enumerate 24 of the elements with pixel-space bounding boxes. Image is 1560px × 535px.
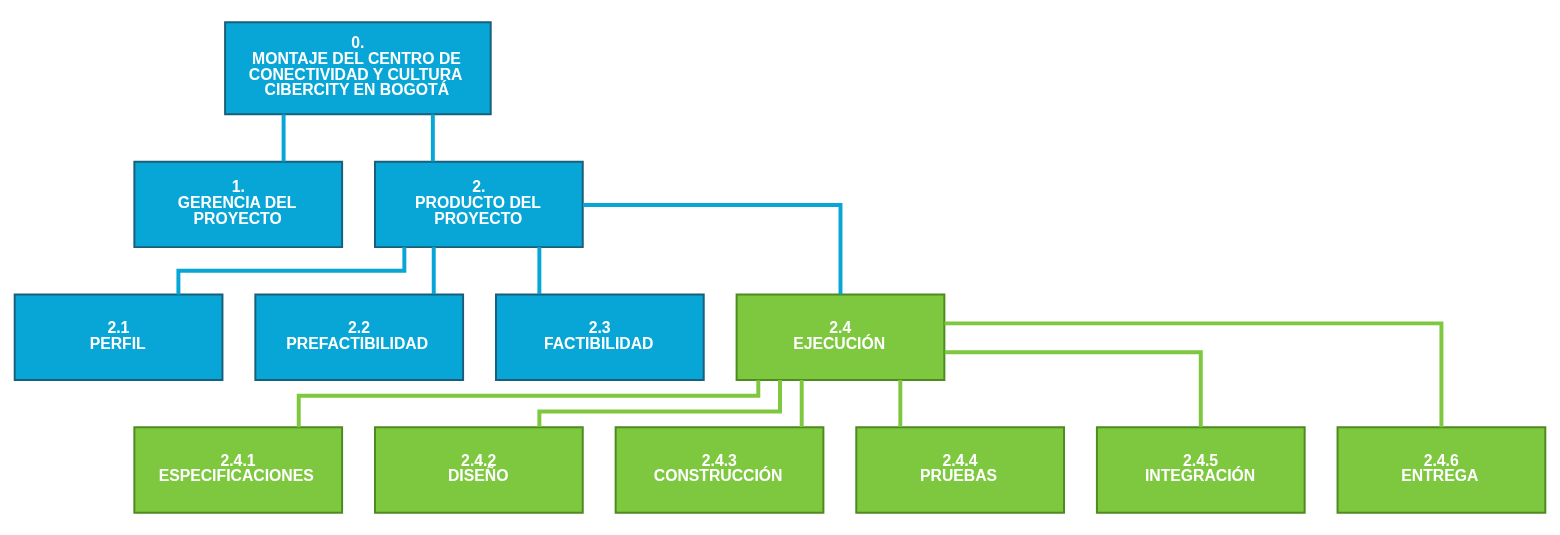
node-box: 2.3 FACTIBILIDAD [495,293,705,381]
connector [944,321,1444,428]
connector [799,379,804,427]
node-box: 2.4.6 ENTREGA [1336,426,1547,514]
node-box: 1. GERENCIA DEL PROYECTO [133,160,344,249]
connector [944,350,1203,428]
node-box: 2.4.3 CONSTRUCCIÓN [614,426,825,514]
node-box: 2.4.4 PRUEBAS [855,426,1065,514]
node-box: 2.1 PERFIL [13,293,224,381]
connector [431,247,436,295]
connector [537,247,542,295]
connector [537,380,782,427]
connector [583,203,843,295]
node-box: 2.4.2 DISEÑO [374,426,584,514]
node-box: 2.4 EJECUCIÓN [735,293,946,381]
connector [430,114,435,162]
node-box: 2.4.1 ESPECIFICACIONES [133,426,344,514]
node-box: 2.4.5 INTEGRACIÓN [1095,426,1306,514]
node-box: 2.2 PREFACTIBILIDAD [254,293,465,381]
node-box: 0. MONTAJE DEL CENTRO DE CONECTIVIDAD Y CULTURA CIBERCITY EN BOGOTÁ [224,21,492,116]
connector [296,380,761,428]
connector [898,379,903,427]
connector [281,114,286,162]
node-box: 2. PRODUCTO DEL PROYECTO [374,160,584,249]
